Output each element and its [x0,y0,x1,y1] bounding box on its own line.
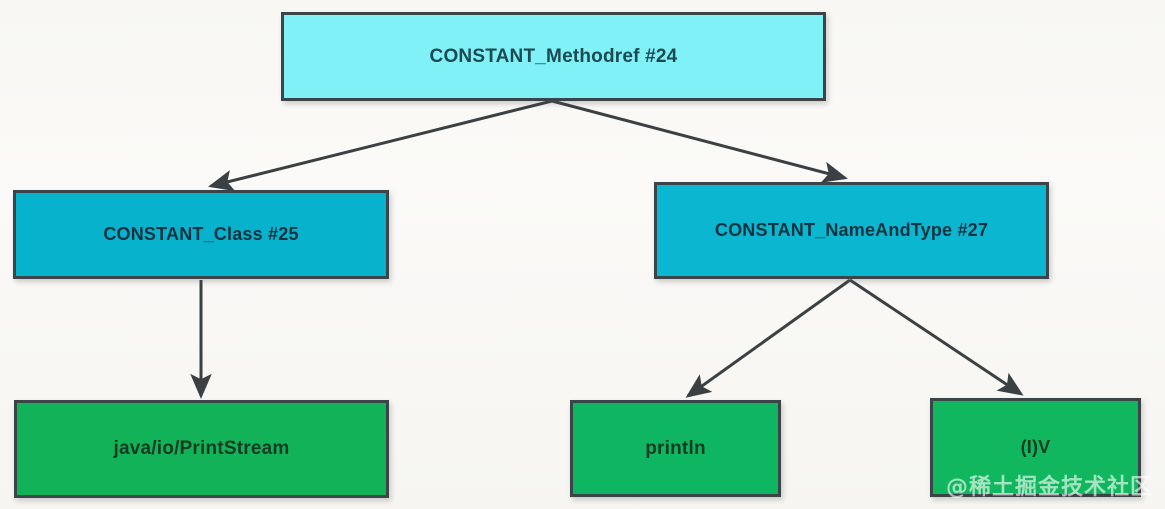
node-constant-class[interactable]: CONSTANT_Class #25 [13,190,389,279]
node-constant-methodref[interactable]: CONSTANT_Methodref #24 [281,12,826,101]
node-java-io-printstream[interactable]: java/io/PrintStream [14,400,389,498]
edge-nameandtype-to-println [685,278,851,398]
node-label-constant-nameandtype: CONSTANT_NameAndType #27 [714,220,989,240]
node-label-descriptor-iv: (I)V [1020,437,1051,457]
node-label-java-io-printstream: java/io/PrintStream [113,438,290,459]
node-descriptor-iv[interactable]: (I)V [930,398,1141,497]
node-label-constant-methodref: CONSTANT_Methodref #24 [429,45,678,67]
node-constant-nameandtype[interactable]: CONSTANT_NameAndType #27 [654,182,1049,279]
edge-methodref-to-nameandtype [551,99,848,183]
edge-nameandtype-to-iv [849,278,1024,396]
node-label-println: println [645,437,706,459]
node-println[interactable]: println [570,400,781,497]
node-label-constant-class: CONSTANT_Class #25 [103,224,299,244]
edge-methodref-to-class [208,99,553,192]
